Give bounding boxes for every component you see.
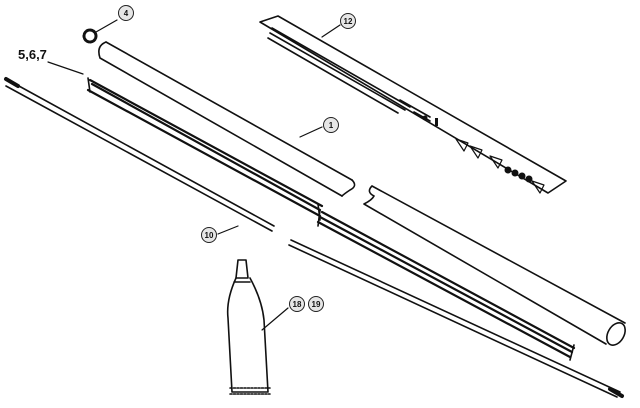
drive-shaft-lower-part — [288, 239, 624, 398]
leader-lines — [47, 19, 341, 331]
lock-washer-part — [82, 28, 98, 44]
drive-tube-lower-part — [363, 185, 626, 346]
callout-decal: 12 — [340, 13, 356, 29]
callout-liner: 5,6,7 — [18, 47, 47, 62]
decal-part — [259, 15, 567, 194]
callout-drive-shaft: 10 — [201, 227, 217, 243]
drive-shaft-upper-part — [4, 77, 275, 232]
callout-drive-tube: 1 — [323, 117, 339, 133]
liner-lower-part — [316, 209, 576, 361]
callout-grease-18: 18 — [289, 296, 305, 312]
grease-tube-part — [226, 259, 271, 395]
drive-tube-upper-part — [98, 41, 356, 197]
callout-grease-19: 19 — [308, 296, 324, 312]
callout-lock-washer: 4 — [118, 5, 134, 21]
